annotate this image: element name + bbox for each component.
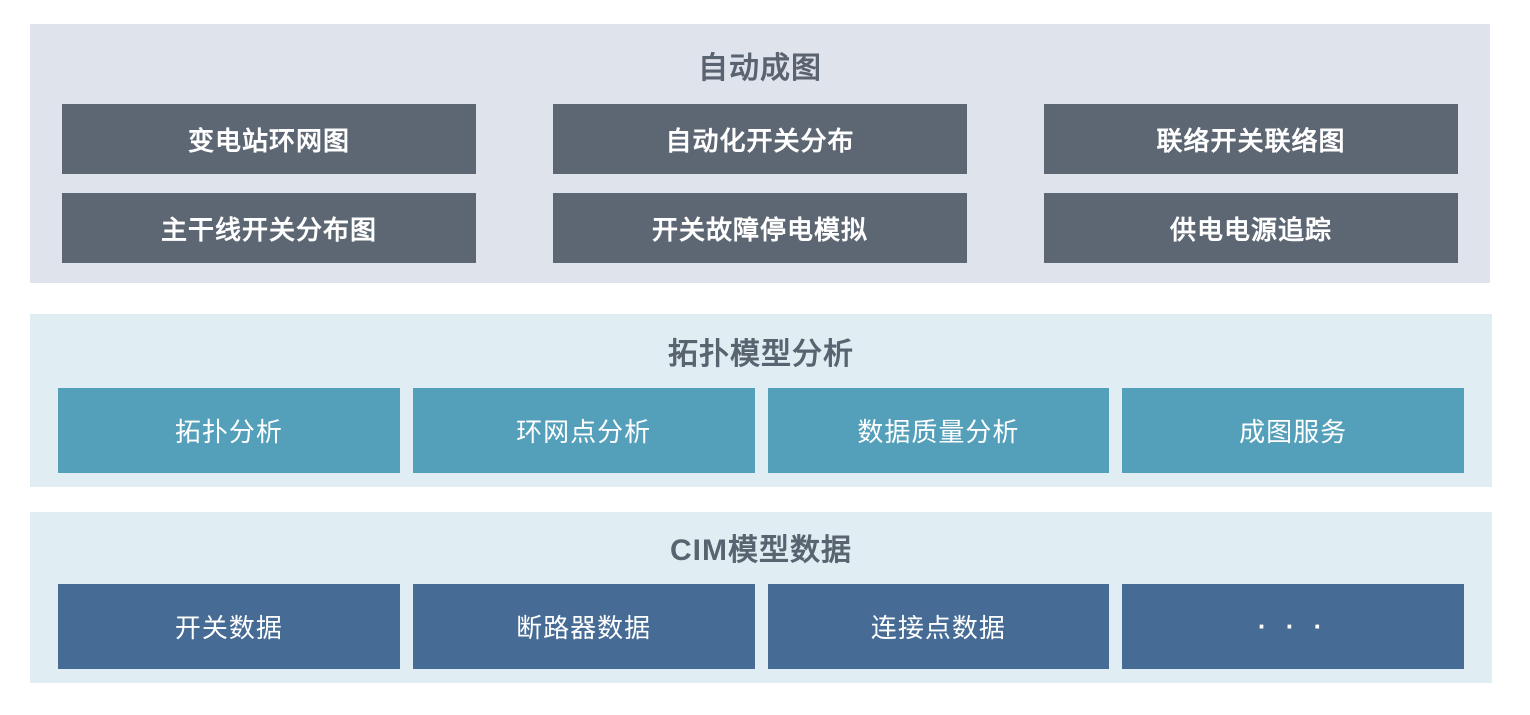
box-topology-analysis: 拓扑分析 [58,388,400,473]
box-power-supply-tracing: 供电电源追踪 [1044,193,1458,263]
box-trunk-line-switch-distribution: 主干线开关分布图 [62,193,476,263]
box-switch-data: 开关数据 [58,584,400,669]
panel-title-auto-diagram: 自动成图 [698,52,822,85]
auto-diagram-grid: 变电站环网图 自动化开关分布 联络开关联络图 主干线开关分布图 开关故障停电模拟… [62,104,1458,263]
box-connection-point-data: 连接点数据 [767,584,1110,669]
box-breaker-data: 断路器数据 [412,584,755,669]
panel-topology-model-analysis: 拓扑模型分析 拓扑分析 环网点分析 数据质量分析 成图服务 [30,314,1492,487]
box-substation-ring-network-diagram: 变电站环网图 [62,104,476,174]
box-data-quality-analysis: 数据质量分析 [767,388,1110,473]
panel-title-cim-model-data: CIM模型数据 [670,534,852,567]
box-more-ellipsis: · · · [1122,584,1464,669]
box-tie-switch-connection-diagram: 联络开关联络图 [1044,104,1458,174]
cim-model-data-grid: 开关数据 断路器数据 连接点数据 · · · [58,584,1464,669]
panel-cim-model-data: CIM模型数据 开关数据 断路器数据 连接点数据 · · · [30,512,1492,683]
panel-title-topology-model-analysis: 拓扑模型分析 [668,338,854,371]
box-automated-switch-distribution: 自动化开关分布 [553,104,967,174]
panel-auto-diagram: 自动成图 变电站环网图 自动化开关分布 联络开关联络图 主干线开关分布图 开关故… [30,24,1490,283]
box-switch-fault-outage-simulation: 开关故障停电模拟 [553,193,967,263]
box-ring-point-analysis: 环网点分析 [412,388,755,473]
topology-analysis-grid: 拓扑分析 环网点分析 数据质量分析 成图服务 [58,388,1464,473]
box-diagram-service: 成图服务 [1122,388,1464,473]
